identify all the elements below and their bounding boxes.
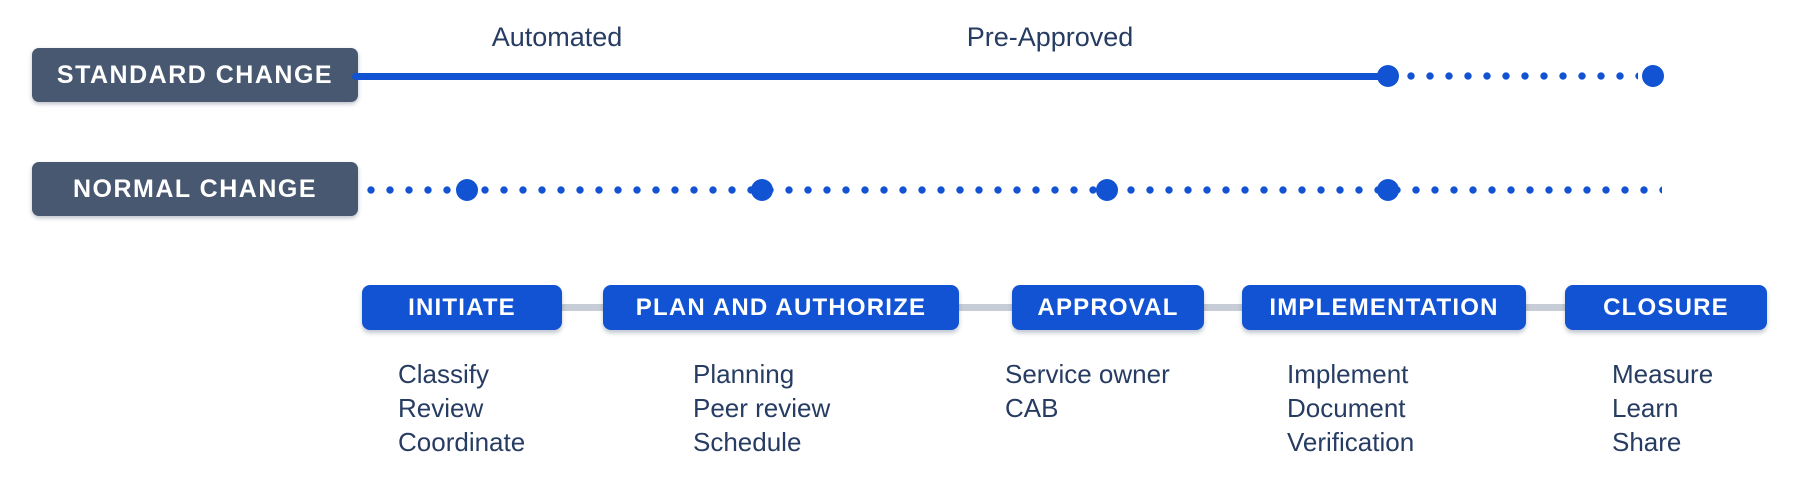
activity-item: Coordinate — [398, 427, 526, 457]
normal-milestone-dot-initiate — [456, 179, 478, 201]
phase-label-automated: Automated — [491, 22, 623, 52]
activity-item: Learn — [1612, 393, 1679, 423]
stage-activities-closure: Measure Learn Share — [1612, 357, 1713, 459]
activity-item: Verification — [1287, 427, 1415, 457]
activity-item: CAB — [1005, 393, 1059, 423]
activity-item: Classify — [398, 359, 490, 389]
phase-label-pre-approved: Pre-Approved — [966, 22, 1134, 52]
normal-change-dotted-line — [362, 186, 1662, 194]
standard-change-dotted-line — [1402, 72, 1638, 80]
activity-item: Review — [398, 393, 484, 423]
track-label-standard-change: STANDARD CHANGE — [32, 48, 358, 102]
stage-box-closure: CLOSURE — [1565, 285, 1767, 330]
activity-item: Peer review — [693, 393, 831, 423]
activity-item: Planning — [693, 359, 795, 389]
stage-activities-initiate: Classify Review Coordinate — [398, 357, 525, 459]
stage-activities-approval: Service owner CAB — [1005, 357, 1170, 425]
normal-milestone-dot-approval — [1096, 179, 1118, 201]
normal-milestone-dot-implementation — [1377, 179, 1399, 201]
stage-activities-implementation: Implement Document Verification — [1287, 357, 1414, 459]
activity-item: Implement — [1287, 359, 1409, 389]
activity-item: Document — [1287, 393, 1406, 423]
activity-item: Schedule — [693, 427, 802, 457]
activity-item: Service owner — [1005, 359, 1170, 389]
stage-activities-plan-and-authorize: Planning Peer review Schedule — [693, 357, 830, 459]
normal-milestone-dot-plan — [751, 179, 773, 201]
stage-box-implementation: IMPLEMENTATION — [1242, 285, 1526, 330]
standard-end-dot — [1642, 65, 1664, 87]
activity-item: Measure — [1612, 359, 1714, 389]
standard-milestone-dot — [1377, 65, 1399, 87]
stage-box-approval: APPROVAL — [1012, 285, 1204, 330]
stage-box-plan-and-authorize: PLAN AND AUTHORIZE — [603, 285, 959, 330]
activity-item: Share — [1612, 427, 1682, 457]
stage-box-initiate: INITIATE — [362, 285, 562, 330]
standard-change-solid-line — [352, 73, 1388, 80]
track-label-normal-change: NORMAL CHANGE — [32, 162, 358, 216]
